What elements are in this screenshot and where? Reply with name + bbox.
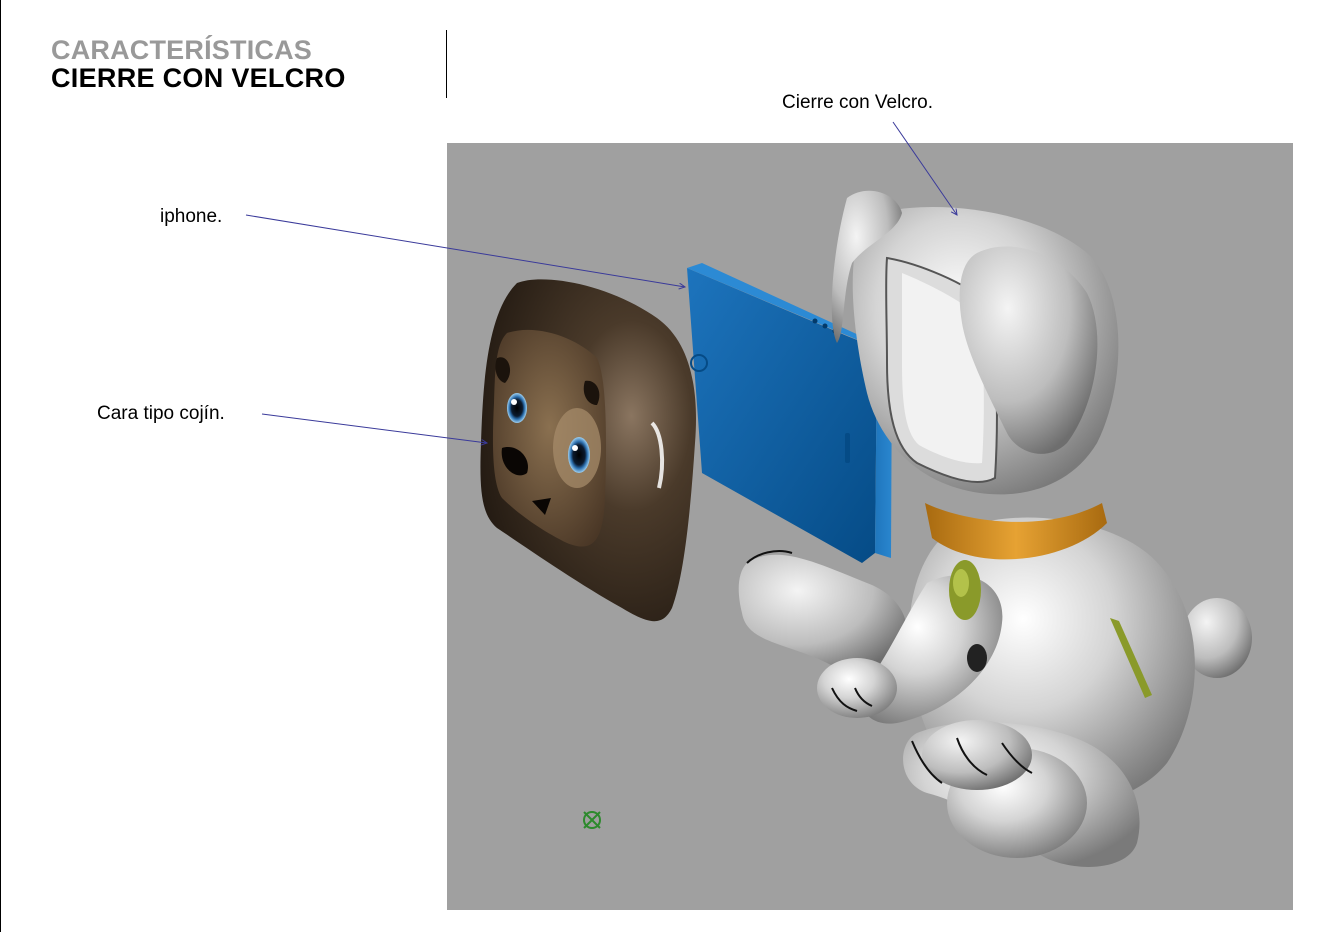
cushion-face (480, 279, 697, 622)
section-heading: CARACTERÍSTICAS (51, 35, 313, 65)
slide-header: CARACTERÍSTICAS CIERRE CON VELCRO (51, 36, 346, 92)
page-left-border (0, 0, 1, 932)
dog-plush-model (738, 190, 1252, 867)
callout-face: Cara tipo cojín. (97, 403, 225, 424)
origin-marker-icon (583, 811, 601, 829)
callout-velcro: Cierre con Velcro. (782, 92, 934, 113)
product-render (480, 190, 1252, 867)
header-divider (446, 30, 447, 98)
callout-iphone: iphone. (160, 206, 223, 227)
face-leader-line (261, 413, 487, 443)
velcro-leader-line (892, 121, 957, 215)
render-viewport (447, 143, 1293, 910)
iphone-leader-line (245, 214, 685, 287)
slide-title: CIERRE CON VELCRO (51, 63, 346, 93)
